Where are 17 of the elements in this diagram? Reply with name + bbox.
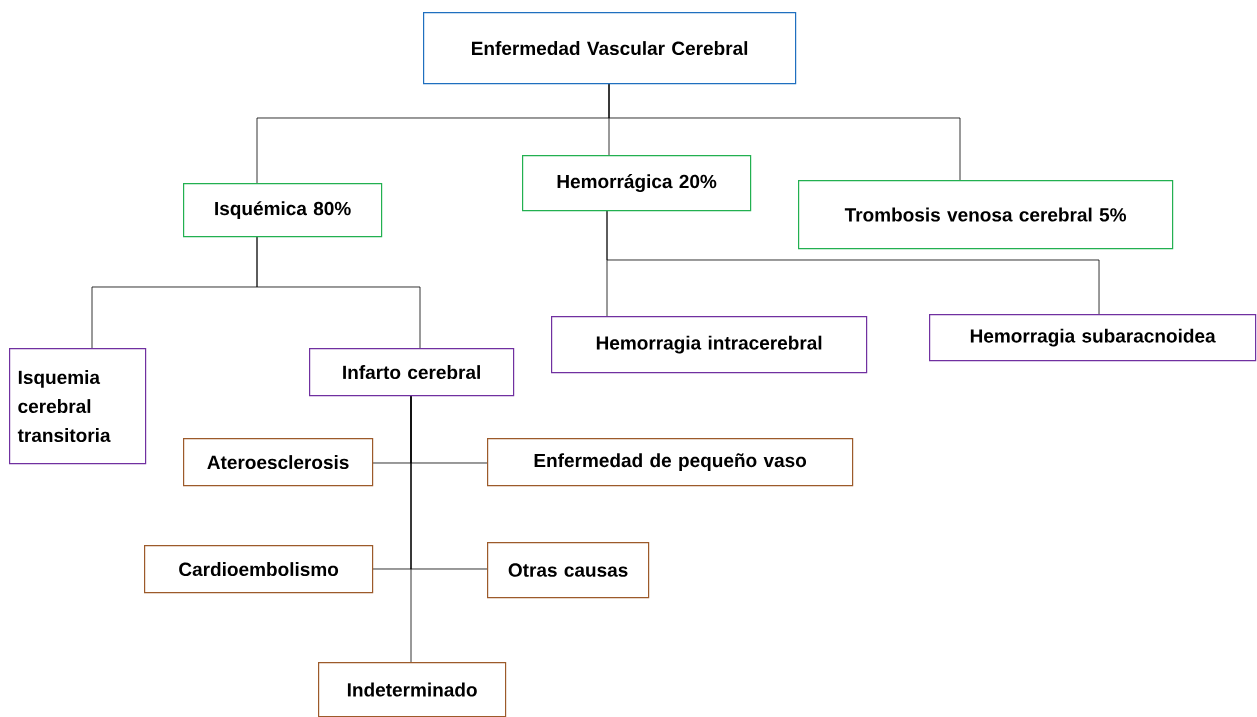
connector-line	[410, 394, 412, 663]
category-box: Enfermedad de pequeño vaso	[487, 438, 854, 487]
category-box: Hemorragia intracerebral	[551, 316, 868, 374]
connector-line	[606, 209, 1100, 315]
category-box: Cardioembolismo	[144, 545, 374, 594]
category-box: Hemorragia subaracnoidea	[929, 314, 1257, 362]
connector-line	[256, 235, 421, 349]
category-box: Hemorrágica 20%	[522, 155, 752, 212]
connector-line	[608, 82, 961, 181]
category-box: Ateroesclerosis	[183, 438, 374, 487]
category-box: Trombosis venosa cerebral 5%	[798, 180, 1174, 250]
category-box: Isquémica 80%	[183, 183, 383, 238]
category-box: Isquemia cerebral transitoria	[9, 348, 147, 465]
category-box: Otras causas	[487, 542, 650, 599]
category-box: Infarto cerebral	[309, 348, 515, 397]
category-box: Enfermedad Vascular Cerebral	[423, 12, 797, 85]
category-box: Indeterminado	[318, 662, 507, 717]
